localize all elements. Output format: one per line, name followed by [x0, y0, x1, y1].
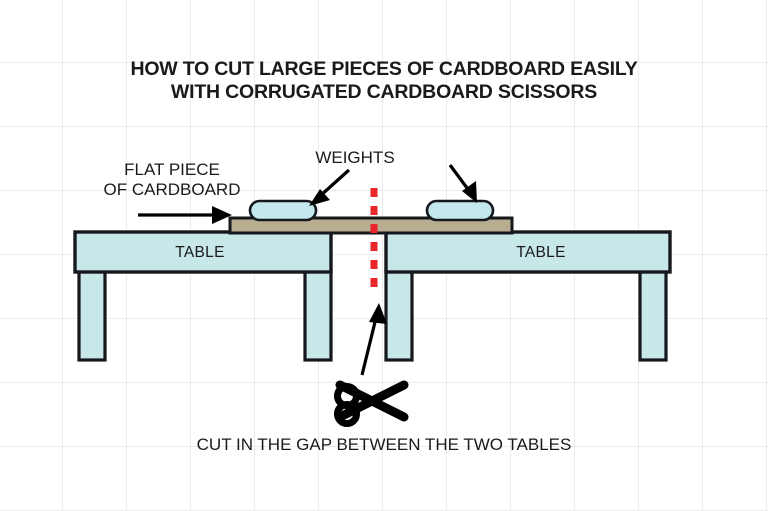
arrow-down-left-icon: [309, 168, 351, 206]
page-title: HOW TO CUT LARGE PIECES OF CARDBOARD EAS…: [0, 58, 768, 104]
cardboard-label-line-1: FLAT PIECE: [124, 160, 220, 179]
table-left-leg-outer: [77, 268, 107, 362]
table-right-top: [384, 230, 672, 274]
table-left-top: [73, 230, 333, 274]
title-line-1: HOW TO CUT LARGE PIECES OF CARDBOARD EAS…: [130, 58, 638, 80]
title-line-2: WITH CORRUGATED CARDBOARD SCISSORS: [170, 81, 598, 103]
arrow-up-icon: [360, 303, 387, 376]
table-right-leg-outer: [638, 268, 668, 362]
table-left-leg-inner: [303, 268, 333, 362]
cardboard-label-line-2: OF CARDBOARD: [103, 180, 241, 200]
table-left: [73, 230, 333, 362]
label-flat-piece-of-cardboard: FLAT PIECE OF CARDBOARD: [62, 160, 282, 200]
arrow-down-right-icon: [448, 164, 477, 203]
label-weights: WEIGHTS: [315, 148, 395, 167]
label-table-left: TABLE: [175, 244, 225, 261]
table-right: [384, 230, 672, 362]
weight-right: [425, 199, 495, 222]
table-right-leg-inner: [384, 268, 414, 362]
arrow-right-icon: [138, 206, 232, 224]
label-table-right: TABLE: [516, 244, 566, 261]
weight-left: [248, 199, 318, 222]
scissors-icon: [334, 380, 409, 427]
caption-cut-in-the-gap: CUT IN THE GAP BETWEEN THE TWO TABLES: [196, 435, 572, 454]
